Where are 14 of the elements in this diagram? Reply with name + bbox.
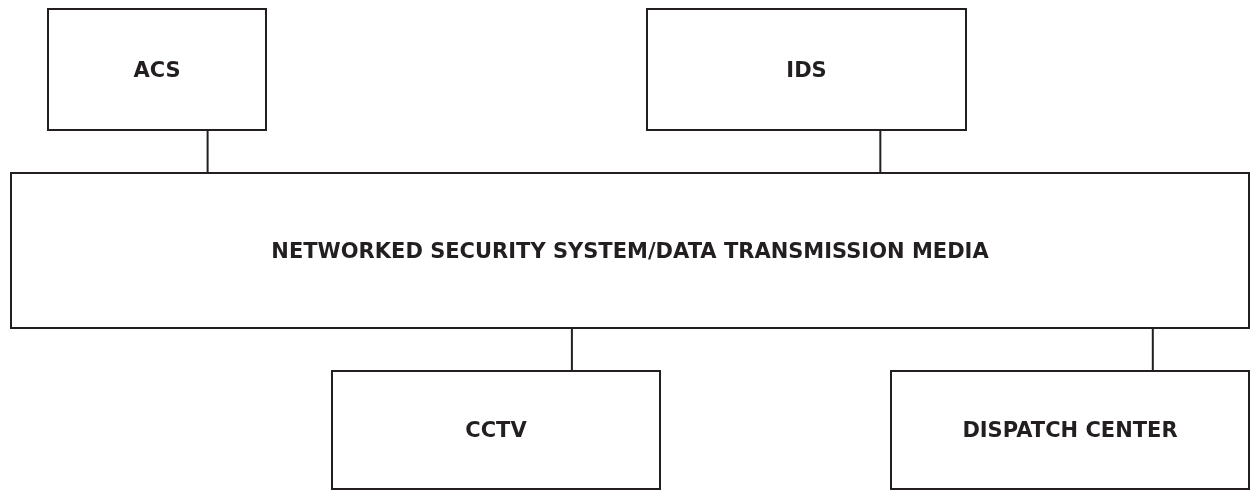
- connector-line: [206, 130, 209, 173]
- connector-line: [570, 328, 573, 371]
- process-box: [890, 370, 1250, 490]
- process-box: [10, 172, 1250, 329]
- process-box: [646, 8, 967, 131]
- process-box: [331, 370, 661, 490]
- box-label: IDS: [786, 57, 827, 82]
- box-label: DISPATCH CENTER: [962, 418, 1178, 442]
- connector-line: [1151, 328, 1154, 371]
- process-box: [47, 8, 267, 131]
- box-label: NETWORKED SECURITY SYSTEM/DATA TRANSMISSION MEDIA: [271, 238, 989, 263]
- connector-line: [879, 130, 882, 173]
- box-label: CCTV: [465, 418, 527, 442]
- box-label: ACS: [133, 57, 181, 82]
